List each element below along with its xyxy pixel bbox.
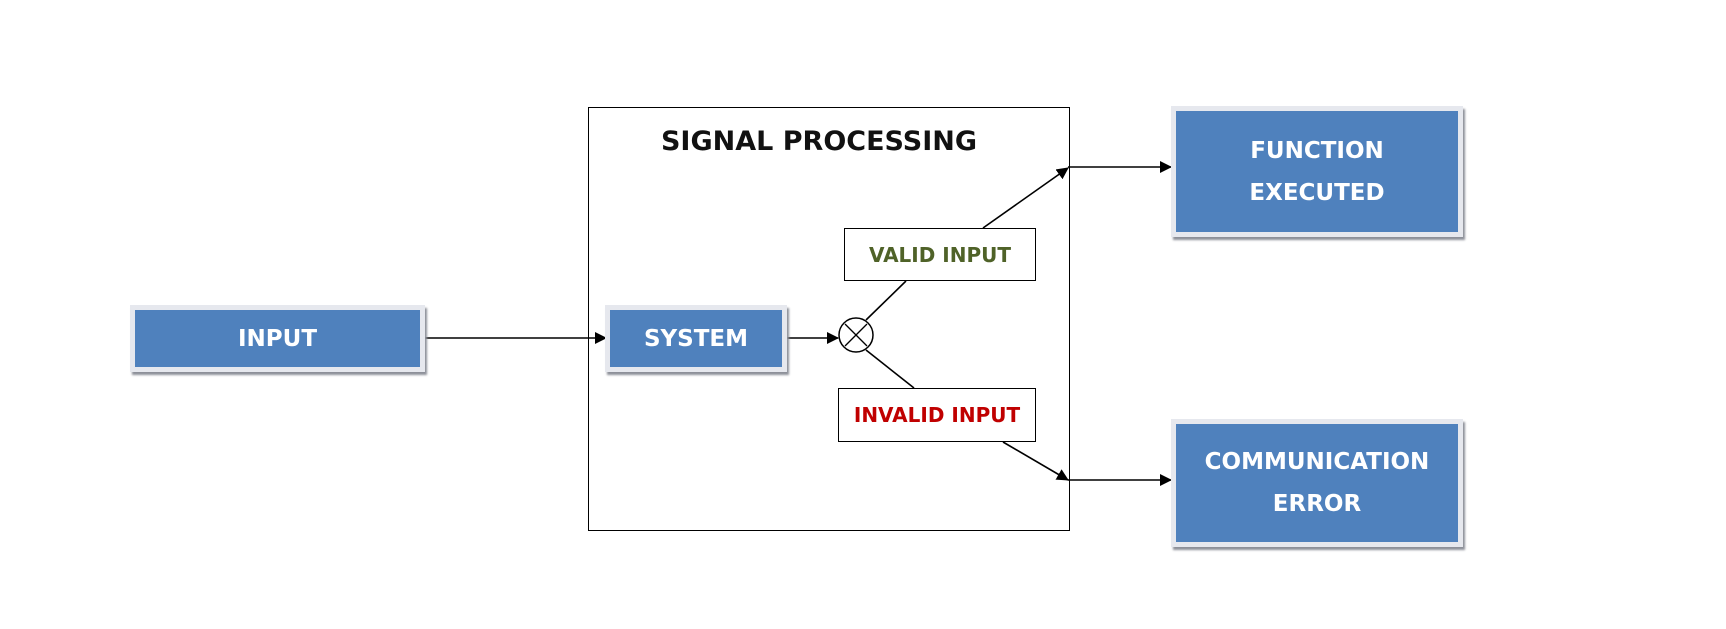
signal-processing-title: SIGNAL PROCESSING [660,126,978,157]
function-executed-box: FUNCTION EXECUTED [1171,106,1463,237]
system-box: SYSTEM [605,305,787,372]
valid-input-label: VALID INPUT [868,242,1012,267]
communication-error-line2: ERROR [1272,491,1362,517]
system-label: SYSTEM [643,325,749,352]
function-executed-line1: FUNCTION [1250,137,1384,164]
invalid-input-box: INVALID INPUT [838,388,1036,442]
signal-processing-frame [588,107,1070,531]
arrow-valid-to-edge [982,167,1069,229]
communication-error-line1: COMMUNICATION [1204,449,1430,475]
line-junction-to-invalid [865,349,915,389]
invalid-input-label: INVALID INPUT [853,403,1021,427]
input-box: INPUT [130,305,425,372]
function-executed-line2: EXECUTED [1249,179,1385,206]
arrow-invalid-to-edge [1002,441,1069,481]
line-junction-to-valid [865,280,907,321]
communication-error-box: COMMUNICATION ERROR [1171,419,1463,547]
valid-input-box: VALID INPUT [844,228,1036,281]
input-label: INPUT [237,325,318,352]
